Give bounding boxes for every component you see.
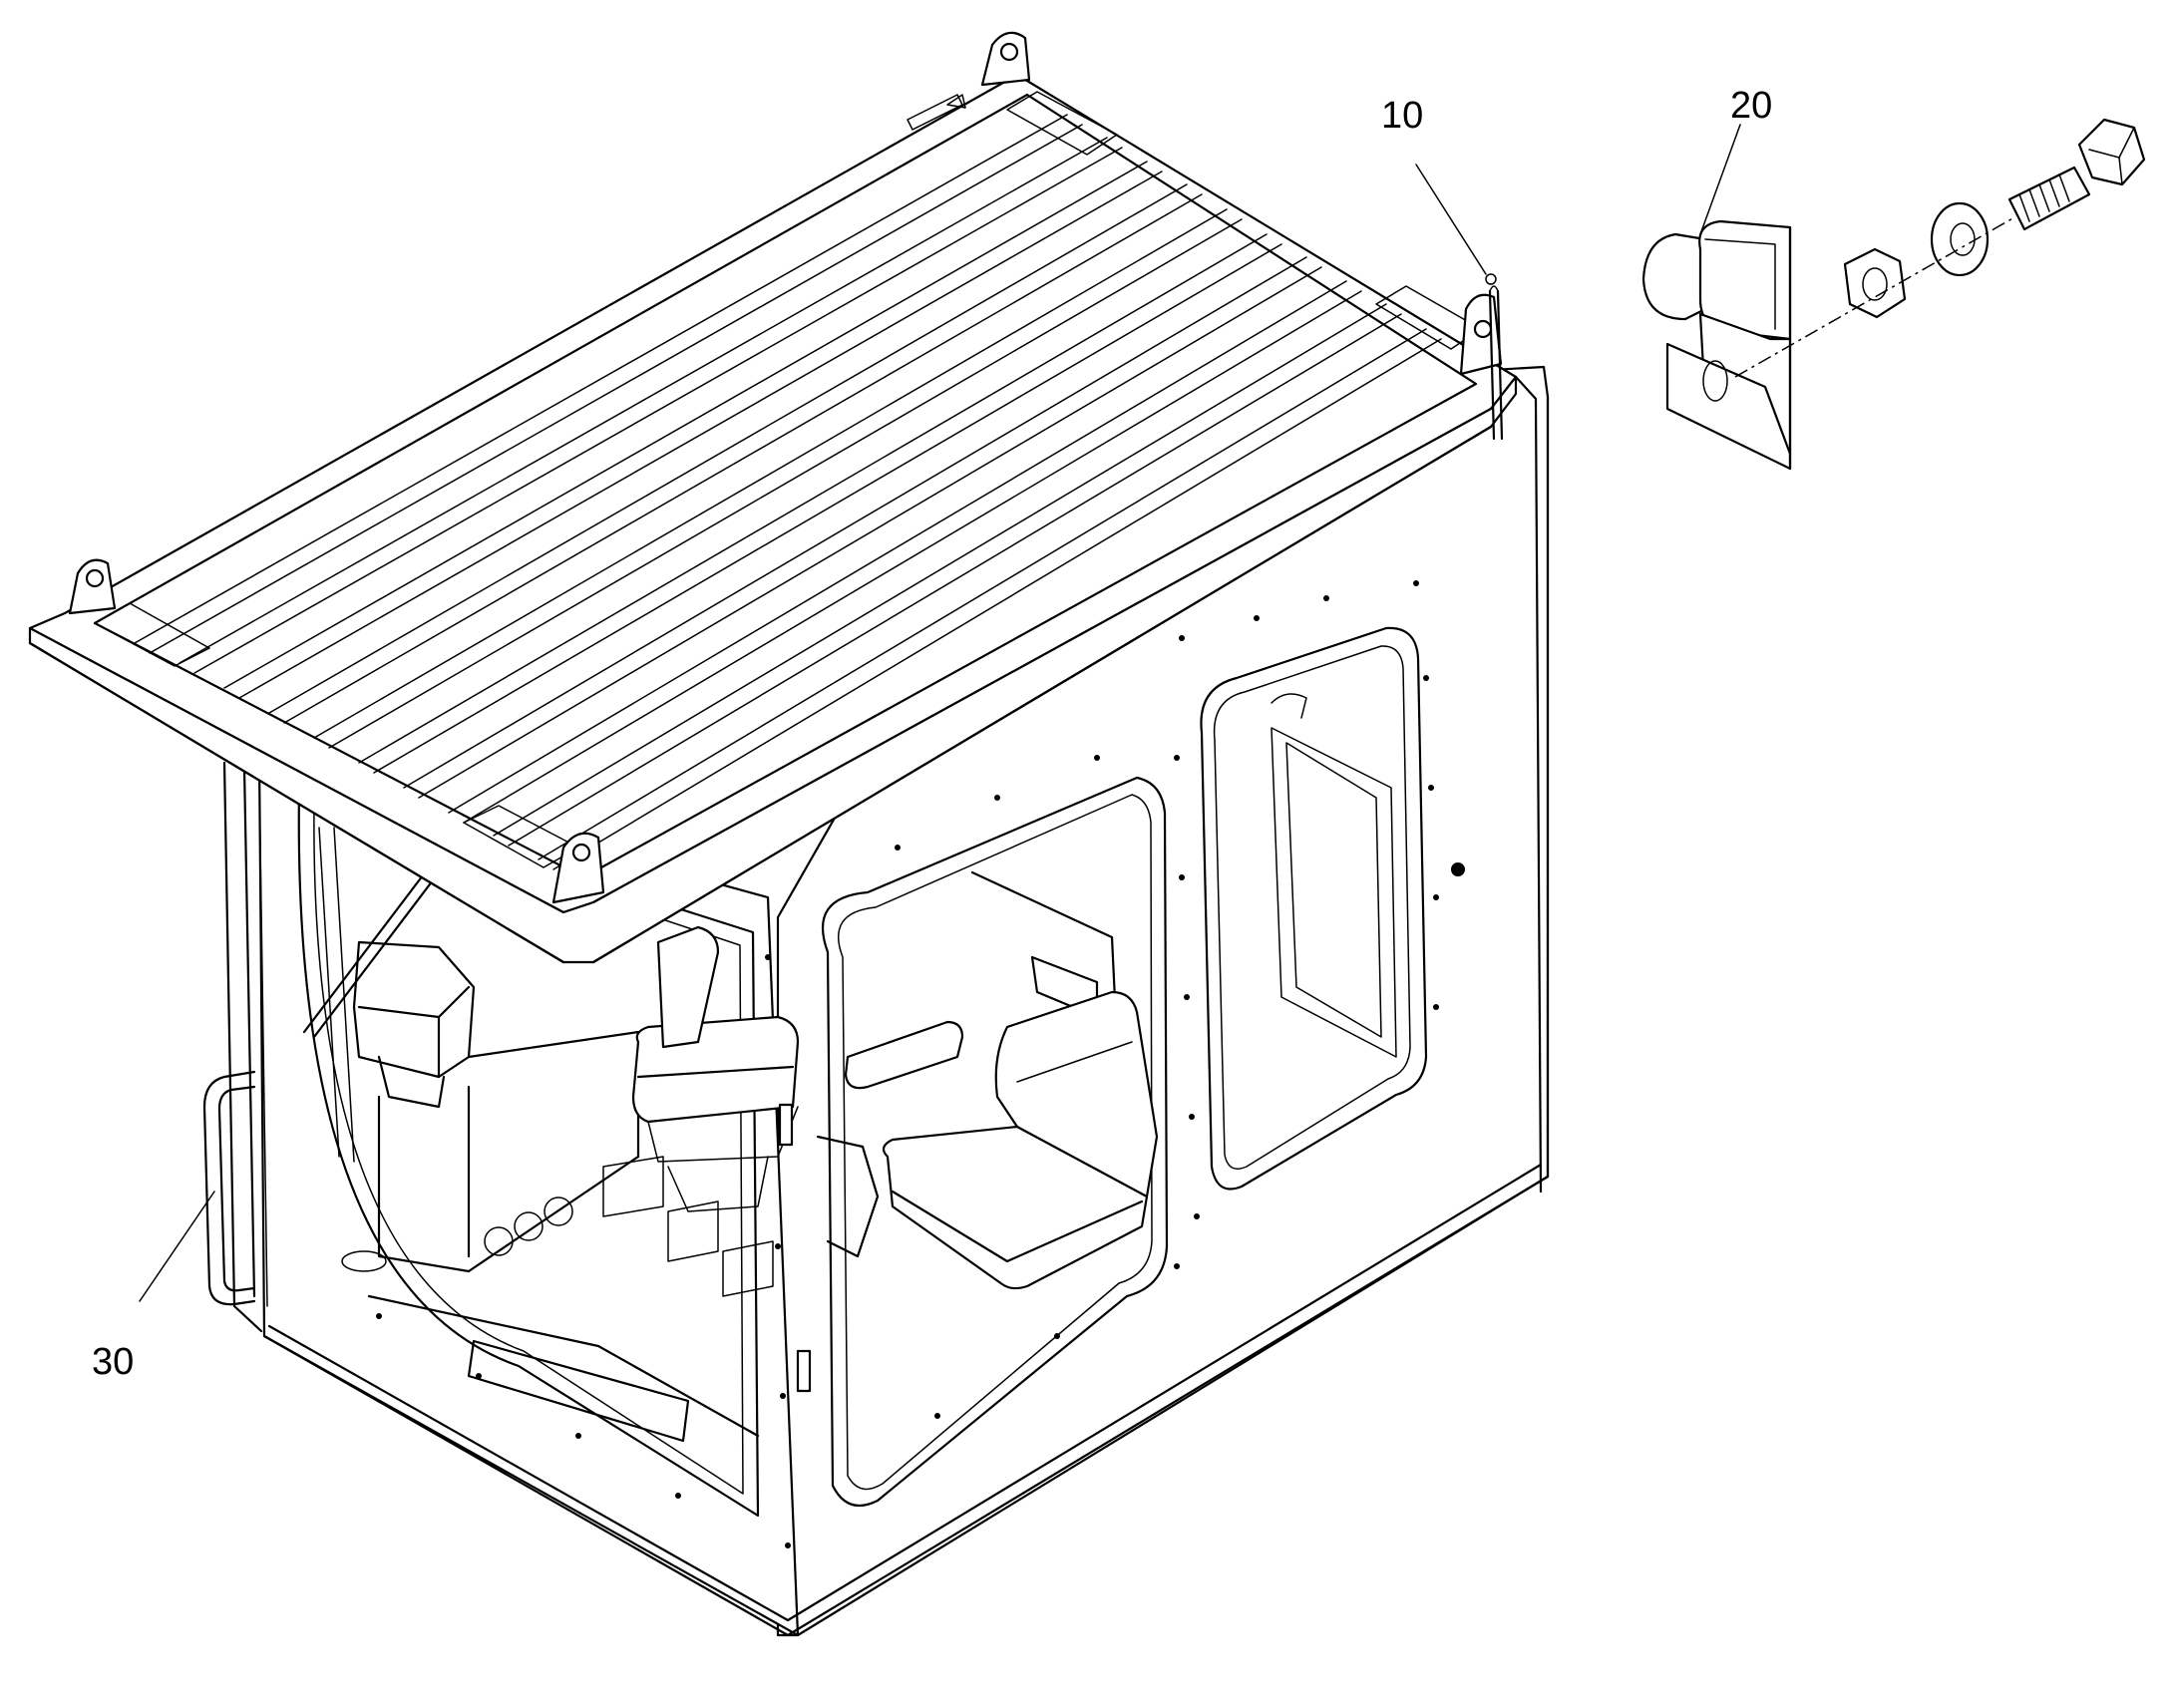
pin <box>1488 285 1504 441</box>
lifting-eye <box>68 31 1503 904</box>
callout-30: 30 <box>92 1191 215 1383</box>
roof-guard <box>28 31 1518 964</box>
callout-20: 20 <box>1699 85 1772 235</box>
roof-slats <box>134 114 1442 870</box>
callout-label-30: 30 <box>92 1341 134 1383</box>
rivets <box>376 580 1465 1548</box>
bracket-assembly <box>1641 118 2146 471</box>
callout-label-20: 20 <box>1730 85 1772 127</box>
callout-label-10: 10 <box>1381 95 1423 137</box>
callout-10: 10 <box>1381 95 1497 285</box>
handrail <box>202 1070 256 1306</box>
operator-seat <box>631 925 1159 1290</box>
